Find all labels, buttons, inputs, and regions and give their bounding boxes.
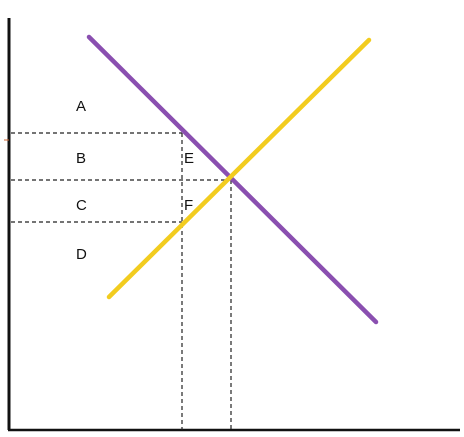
region-label-d: D [76,246,87,263]
region-label-b: B [76,150,86,167]
supply-line [106,37,372,300]
region-label-c: C [76,197,87,214]
demand-line [86,34,379,325]
region-label-f: F [184,197,193,214]
region-label-e: E [184,150,194,167]
region-label-a: A [76,98,86,115]
